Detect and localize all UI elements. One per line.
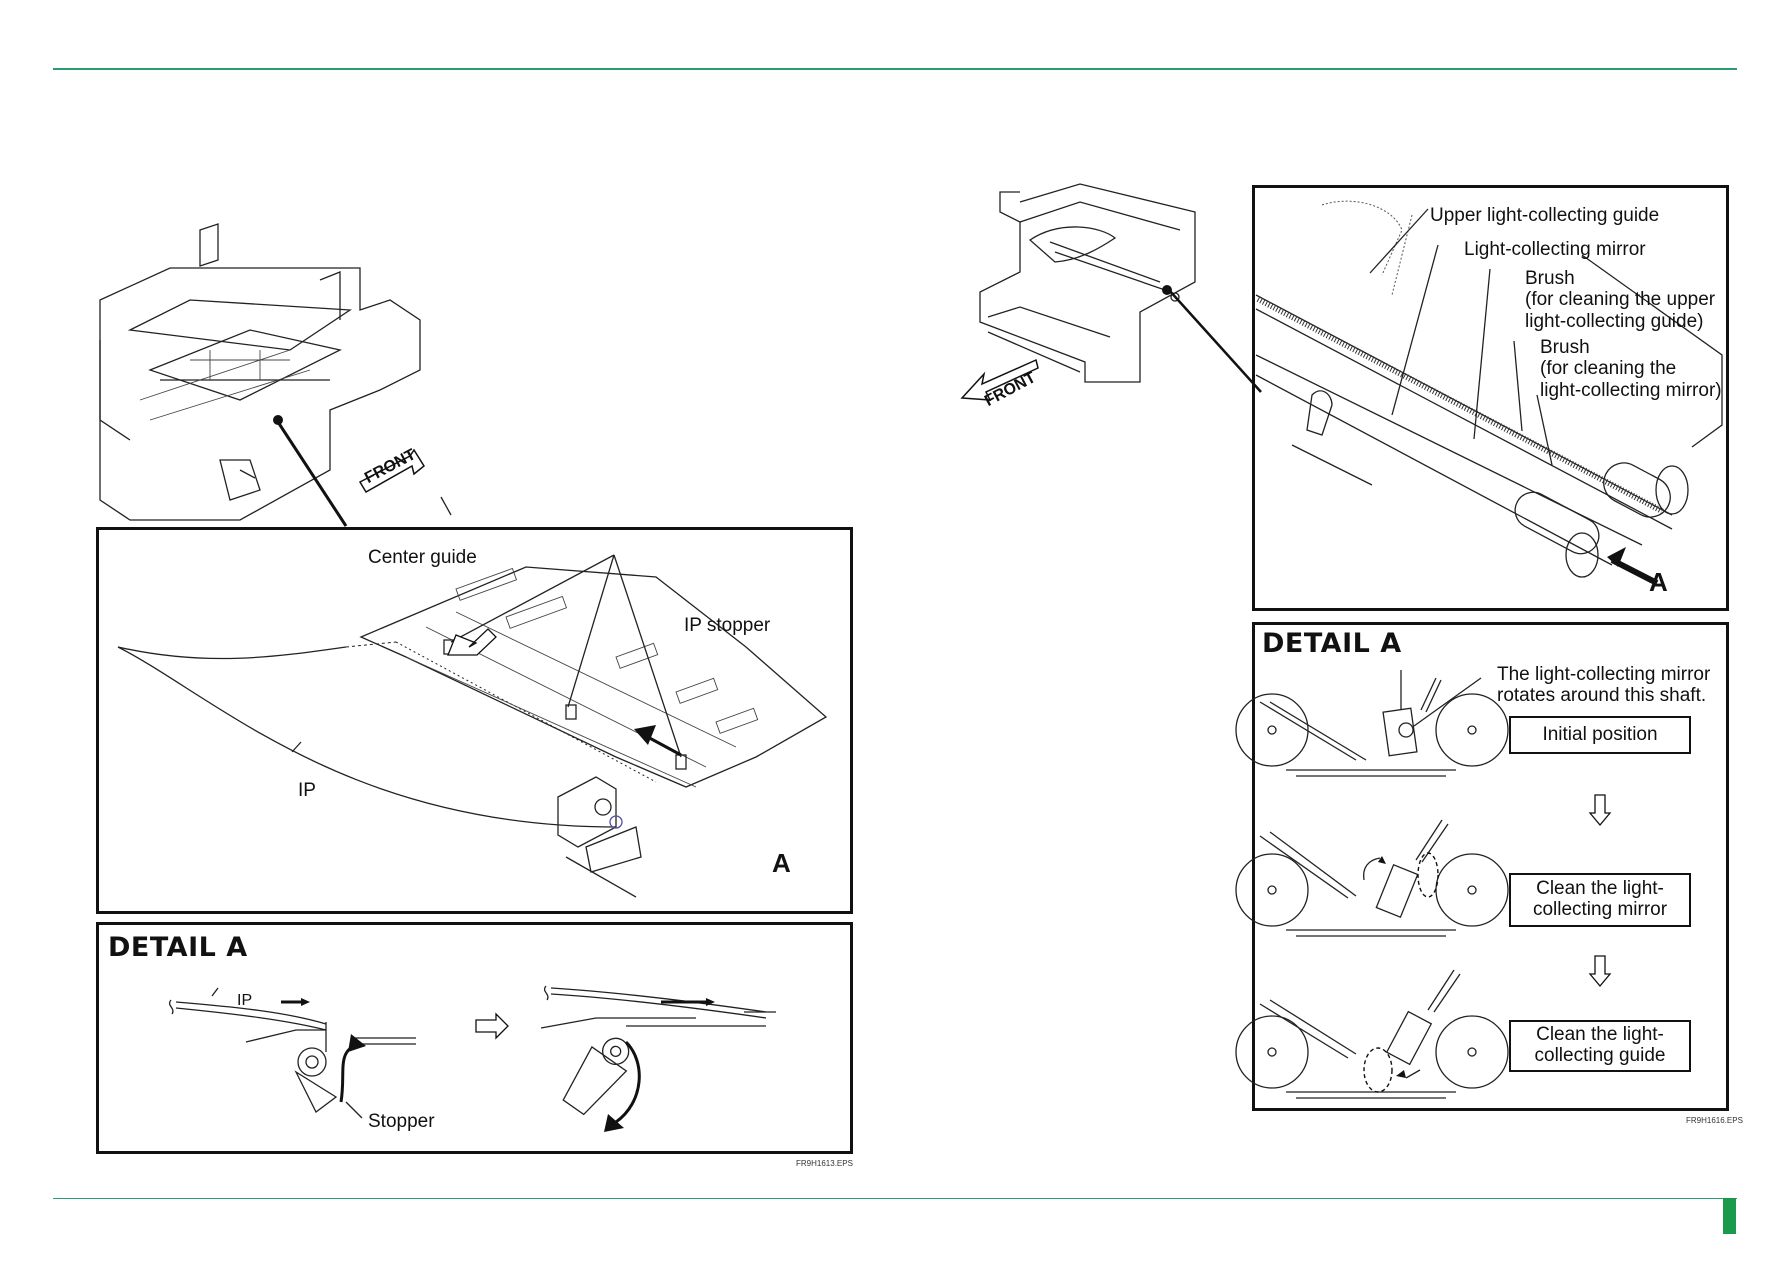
detail-a-box-left: [96, 922, 853, 1154]
callout-line-right: [1168, 289, 1262, 393]
header-rule: [53, 68, 1737, 70]
brush-guide-label: Brush (for cleaning the upper light-coll…: [1525, 268, 1716, 332]
center-guide-drawing: [117, 496, 828, 898]
left-overview-drawing: [99, 223, 421, 521]
ip-label: IP: [298, 780, 316, 801]
mirror-label: Light-collecting mirror: [1464, 239, 1646, 260]
figure-id-right: FR9H1616.EPS: [1686, 1116, 1743, 1125]
callout-line: [276, 421, 348, 527]
detail-a-marker: A: [772, 848, 791, 878]
ip-stopper-label: IP stopper: [684, 615, 771, 636]
mirror-assembly-drawing: [1255, 200, 1723, 586]
footer-rule: [53, 1198, 1737, 1199]
step-clean-mirror: Clean the light- collecting mirror: [1509, 873, 1691, 927]
detail-a-title-right: DETAIL A: [1262, 628, 1402, 659]
detail-a-box-right: [1252, 622, 1729, 1111]
detail-a-marker-right: A: [1649, 567, 1668, 597]
detail-a-title-left: DETAIL A: [108, 932, 248, 963]
down-arrow-icon: [1588, 955, 1612, 988]
stopper-detail-drawing: [168, 985, 776, 1132]
front-arrow-icon: [358, 448, 425, 494]
figure-id-left: FR9H1613.EPS: [796, 1159, 853, 1168]
shaft-note: The light-collecting mirror rotates arou…: [1497, 664, 1711, 707]
brush-mirror-label: Brush (for cleaning the light-collecting…: [1540, 337, 1722, 401]
right-overview-drawing: [979, 183, 1196, 383]
upper-guide-label: Upper light-collecting guide: [1430, 205, 1660, 226]
page-tab-marker: [1723, 1198, 1736, 1234]
center-guide-detail-box: [96, 527, 853, 914]
front-arrow-icon-right: [960, 358, 1039, 401]
mirror-detail-box: [1252, 185, 1729, 611]
down-arrow-icon: [1588, 794, 1612, 827]
stopper-label: Stopper: [368, 1111, 435, 1132]
step-clean-guide: Clean the light- collecting guide: [1509, 1020, 1691, 1072]
mirror-rotation-drawings: [1235, 670, 1509, 1099]
step-initial-position: Initial position: [1509, 716, 1691, 754]
center-guide-label: Center guide: [368, 547, 477, 568]
detail-ip-label: IP: [237, 992, 253, 1009]
